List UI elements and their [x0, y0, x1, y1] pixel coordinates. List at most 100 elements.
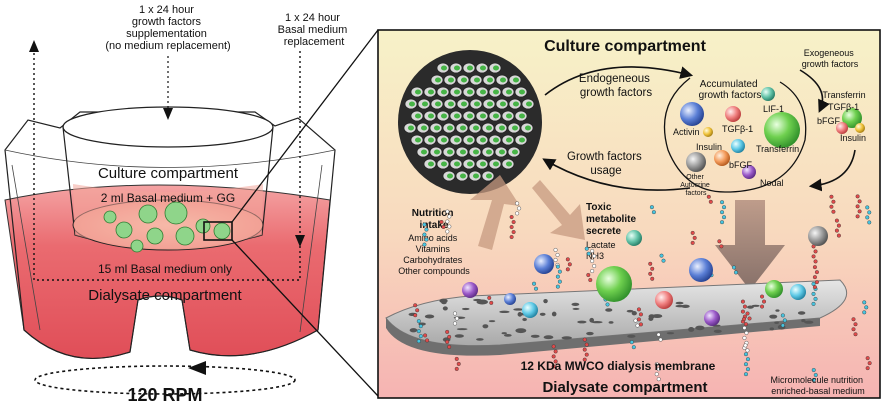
toxic-arrow	[532, 180, 585, 240]
molecule-dot	[745, 311, 750, 316]
molecule-dot	[590, 259, 595, 264]
eb-nucleus	[480, 113, 486, 119]
eb-nucleus	[454, 161, 460, 167]
molecule-dot	[760, 294, 765, 299]
exo-insulin-label: Insulin	[840, 133, 866, 143]
molecule-dot	[551, 344, 556, 349]
eb-nucleus	[486, 173, 492, 179]
molecule-dot	[812, 265, 817, 270]
membrane-pore	[626, 309, 634, 313]
membrane-pore	[751, 304, 760, 307]
molecule-dot	[447, 224, 452, 229]
molecule-dot	[648, 261, 653, 266]
molecule-dot	[831, 199, 836, 204]
exo-return-arrow	[808, 149, 856, 192]
molecule-dot	[762, 299, 767, 304]
molecule-dot	[836, 233, 841, 238]
molecule-dot	[857, 209, 862, 214]
eb-nucleus	[428, 113, 434, 119]
eb-nucleus	[506, 113, 512, 119]
molecule-dot	[692, 235, 697, 240]
molecule-dot	[423, 333, 428, 338]
molecule-dot	[565, 267, 570, 272]
membrane-pore	[801, 318, 806, 323]
zoom-box	[203, 221, 233, 241]
molecule-dot	[517, 206, 522, 211]
eb-nucleus	[473, 125, 479, 131]
molecule-dot	[743, 372, 748, 377]
membrane-pore	[461, 307, 470, 311]
membrane-pore	[476, 338, 484, 341]
membrane-pore	[456, 328, 468, 331]
membrane-pore	[591, 320, 603, 324]
molecule-dot	[742, 335, 747, 340]
molecule-dot	[720, 220, 725, 225]
eb-nucleus	[512, 149, 518, 155]
molecule-dot	[551, 354, 556, 359]
molecule-dot	[565, 257, 570, 262]
molecule-dot	[853, 332, 858, 337]
molecule-dot	[836, 223, 841, 228]
membrane-pore	[631, 311, 637, 316]
membrane-pore	[488, 320, 496, 323]
molecule-dot	[834, 228, 839, 233]
membrane-pore	[561, 336, 572, 340]
molecule-dot	[811, 301, 816, 306]
eb-nucleus	[467, 161, 473, 167]
bfgf-ball	[714, 150, 730, 166]
eb-nucleus	[486, 149, 492, 155]
float-ball-6	[504, 293, 516, 305]
molecule-dot	[553, 349, 558, 354]
membrane-pore	[713, 329, 722, 333]
eb-nucleus	[441, 113, 447, 119]
membrane-pore	[472, 298, 482, 302]
eb-nucleus	[435, 101, 441, 107]
molecule-dot	[656, 332, 661, 337]
nodal-ball	[742, 165, 756, 179]
molecule-dot	[445, 229, 450, 234]
molecule-dot	[553, 257, 558, 262]
molecule-dot	[855, 204, 860, 209]
eb-nucleus	[500, 101, 506, 107]
molecule-dot	[743, 352, 748, 357]
molecule-dot	[811, 368, 816, 373]
zoom-line-top	[231, 29, 379, 223]
molecule-dot	[441, 224, 446, 229]
membrane-pore	[572, 307, 580, 310]
molecule-dot	[629, 340, 634, 345]
eb-nucleus	[441, 65, 447, 71]
molecule-dot	[834, 218, 839, 223]
left-culture-label: Culture compartment	[98, 165, 239, 182]
eb-nucleus	[480, 137, 486, 143]
molecule-dot	[813, 296, 818, 301]
molecule-dot	[454, 366, 459, 371]
molecule-dot	[424, 237, 429, 242]
left-dialysate-label: Dialysate compartment	[88, 287, 242, 304]
exo-bfgf-ball	[836, 122, 848, 134]
molecule-dot	[515, 211, 520, 216]
molecule-dot	[690, 240, 695, 245]
molecule-dot	[515, 201, 520, 206]
molecule-dot	[811, 291, 816, 296]
eb-nucleus	[513, 101, 519, 107]
exo-tgf-label: TGFβ-1	[828, 102, 859, 112]
embryoid-body	[398, 50, 542, 194]
other-ball	[686, 152, 706, 172]
membrane-pore	[551, 311, 557, 317]
molecule-dot	[867, 210, 872, 215]
rpm-label: 120 RPM	[127, 385, 202, 405]
molecule-dot	[862, 310, 867, 315]
eb-nucleus	[493, 89, 499, 95]
molecule-dot	[865, 366, 870, 371]
float-ball-2	[534, 254, 554, 274]
molecule-dot	[445, 209, 450, 214]
eb-nucleus	[506, 161, 512, 167]
molecule-dot	[532, 281, 537, 286]
eb-nucleus	[448, 101, 454, 107]
molecule-dot	[584, 342, 589, 347]
eb-nucleus	[486, 125, 492, 131]
molecule-dot	[509, 235, 514, 240]
replacement-note: 1 x 24 hour Basal medium replacement	[278, 12, 351, 48]
eb-nucleus	[493, 137, 499, 143]
molecule-dot	[636, 317, 641, 322]
